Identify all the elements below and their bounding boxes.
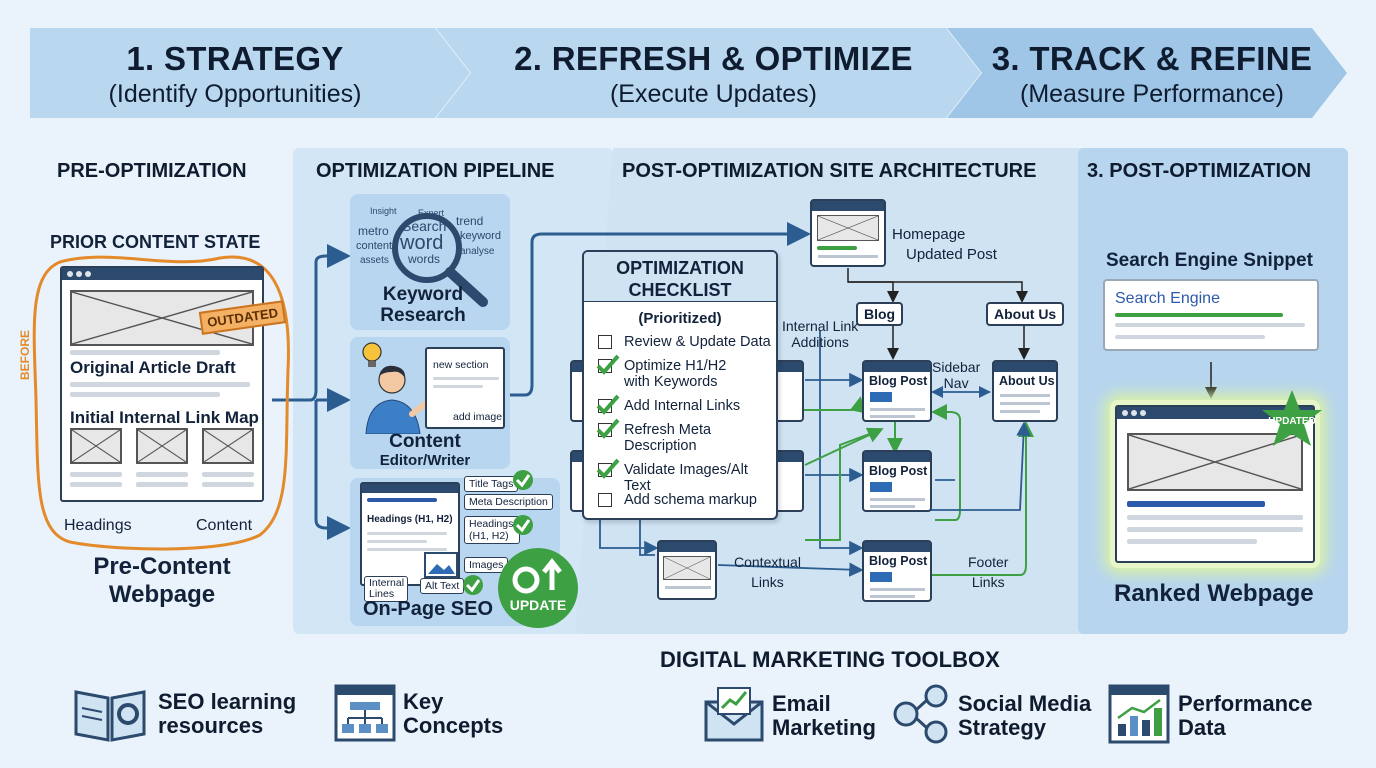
new-section-label: new section	[433, 359, 489, 371]
homepage-label: Homepage	[892, 226, 966, 243]
blog-post-node-2: Blog Post	[862, 450, 932, 512]
update-gear-icon	[498, 548, 578, 628]
tag-images: Images	[464, 557, 509, 573]
tag-internal-lines: Internal Lines	[364, 576, 408, 602]
book-gear-icon[interactable]	[72, 684, 148, 742]
pre-content-window: Original Article Draft Initial Internal …	[60, 266, 264, 502]
blog-post-node-1: Blog Post	[862, 360, 932, 422]
content-editor-label: Content Editor/Writer	[379, 431, 471, 470]
toolbox-item-key-concepts[interactable]: Key Concepts	[403, 689, 504, 738]
tag-title-tags: Title Tags	[464, 476, 519, 492]
content-label: Content	[196, 517, 253, 534]
internal-link-additions-label: Internal Link Additions	[782, 318, 859, 350]
section-heading-pre: PRE-OPTIMIZATION	[57, 160, 247, 182]
ranked-webpage-label: Ranked Webpage	[1114, 580, 1314, 607]
check-icons	[596, 354, 620, 479]
stage-title: 3. TRACK & REFINE	[991, 40, 1313, 77]
search-engine-label: Search Engine	[1115, 290, 1220, 307]
section-heading-architecture: POST-OPTIMIZATION SITE ARCHITECTURE	[622, 160, 1037, 182]
search-snippet-card: Search Engine	[1103, 279, 1319, 351]
alt-check-icon	[463, 575, 483, 595]
email-chart-icon[interactable]	[704, 684, 764, 742]
contextual-page-node	[657, 540, 717, 600]
headings-label: Headings	[64, 517, 132, 534]
blog-node: Blog	[856, 302, 904, 326]
stage-banner-strategy: 1. STRATEGY (Identify Opportunities)	[30, 28, 470, 118]
updated-badge-label: UPDATED	[1268, 416, 1316, 427]
section-heading-post: 3. POST-OPTIMIZATION	[1087, 160, 1312, 182]
stage-banner-track: 3. TRACK & REFINE (Measure Performance)	[947, 28, 1347, 118]
original-article-label: Original Article Draft	[70, 358, 236, 377]
toolbox-item-social-media[interactable]: Social Media Strategy	[958, 691, 1092, 740]
magnifier-icon	[392, 213, 488, 307]
social-network-icon[interactable]	[892, 684, 954, 744]
add-image-label: add image	[453, 411, 503, 423]
checkmark-badges	[513, 470, 533, 535]
stage-subtitle: (Execute Updates)	[609, 80, 818, 108]
stage-subtitle: (Identify Opportunities)	[108, 80, 362, 108]
toolbox-item-performance-data[interactable]: Performance Data	[1178, 691, 1313, 740]
checklist-subtitle: (Prioritized)	[638, 310, 722, 327]
about-us-node: About Us	[986, 302, 1065, 326]
ranked-webpage-window	[1115, 405, 1315, 563]
pre-caption: Pre-Content Webpage	[93, 553, 231, 608]
section-heading-pipeline: OPTIMIZATION PIPELINE	[316, 160, 555, 182]
stage-title: 2. REFRESH & OPTIMIZE	[514, 40, 913, 77]
contextual-links-label: Contextual Links	[734, 554, 801, 590]
toolbox-item-seo-resources[interactable]: SEO learning resources	[158, 689, 297, 738]
sitemap-icon[interactable]	[334, 684, 396, 742]
keyword-word-cloud: Expert Search Insight word words metro c…	[356, 206, 501, 266]
before-label: BEFORE	[18, 329, 32, 380]
internal-link-map-label: Initial Internal Link Map	[70, 408, 259, 427]
tag-alt-text: Alt Text	[420, 578, 465, 594]
update-label: UPDATE	[509, 597, 567, 613]
checklist-title: OPTIMIZATION CHECKLIST	[584, 252, 776, 302]
editor-window: new section add image	[425, 347, 505, 429]
writer-person-icon	[365, 365, 433, 434]
onpage-seo-label: On-Page SEO	[362, 598, 494, 620]
stage-subtitle: (Measure Performance)	[1020, 80, 1284, 108]
before-outline	[32, 255, 290, 551]
footer-links-label: Footer Links	[968, 554, 1009, 590]
toolbox-item-email-marketing[interactable]: Email Marketing	[772, 691, 876, 740]
optimization-checklist: OPTIMIZATION CHECKLIST (Prioritized) Rev…	[582, 250, 778, 520]
stage-title: 1. STRATEGY	[126, 40, 344, 77]
sidebar-nav-label: Sidebar Nav	[932, 359, 981, 391]
tag-meta-description: Meta Description	[464, 494, 553, 510]
keyword-research-label: Keyword Research	[380, 284, 466, 326]
stage-banner-refresh: 2. REFRESH & OPTIMIZE (Execute Updates)	[436, 28, 981, 118]
prior-content-heading: PRIOR CONTENT STATE	[50, 232, 261, 252]
snippet-title: Search Engine Snippet	[1106, 250, 1313, 271]
onpage-headings-label: Headings (H1, H2)	[367, 514, 453, 525]
image-icon	[424, 552, 458, 578]
toolbox-title: DIGITAL MARKETING TOOLBOX	[660, 647, 1000, 672]
lightbulb-icon	[362, 342, 382, 367]
updated-post-label: Updated Post	[906, 246, 997, 263]
tag-headings: Headings (H1, H2)	[464, 516, 520, 544]
blog-post-node-3: Blog Post	[862, 540, 932, 602]
updated-star-badge	[1262, 390, 1322, 446]
about-us-page-node: About Us	[992, 360, 1058, 422]
homepage-node	[810, 199, 886, 267]
bar-chart-icon[interactable]	[1108, 684, 1170, 744]
